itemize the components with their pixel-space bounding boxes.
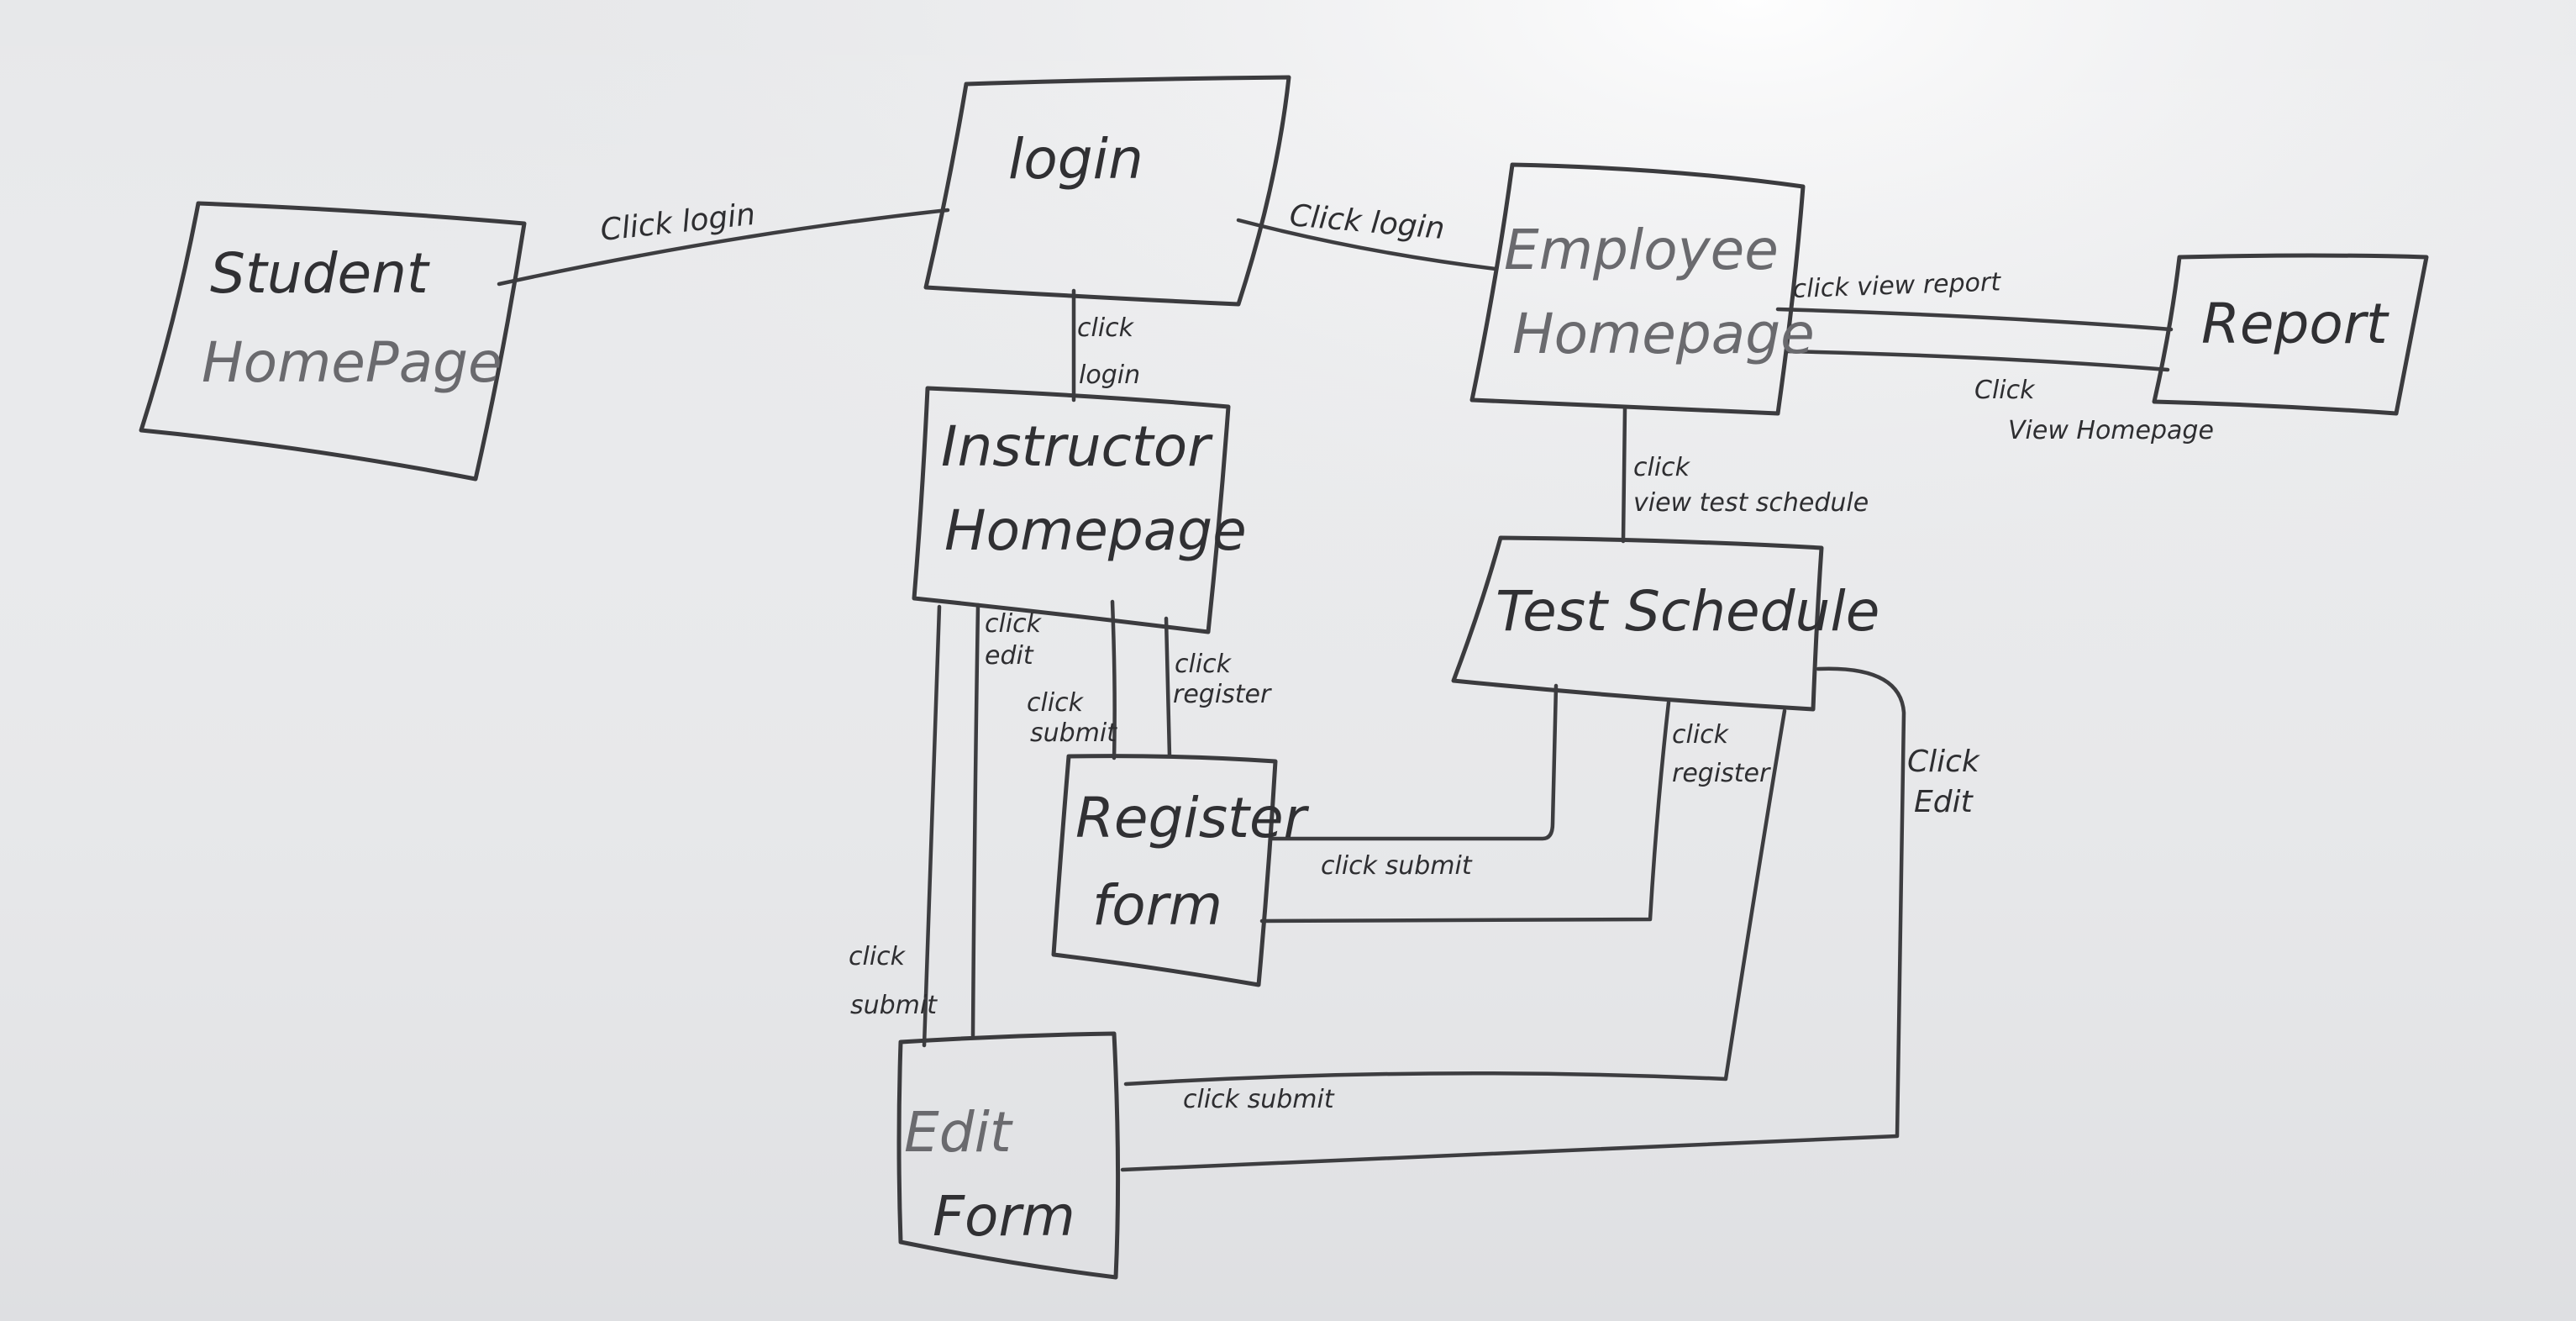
label-edit-testschedule: click submit — [1183, 1085, 1335, 1114]
label-instructor-register-line1: click — [1175, 650, 1233, 679]
node-employee-homepage[interactable]: Employee Homepage — [1469, 162, 1815, 416]
nodes: login Student HomePage Employee Homepage… — [139, 75, 2429, 1280]
label-instructor-edit-line1: click — [985, 609, 1043, 639]
label-register-testschedule: click submit — [1321, 851, 1473, 881]
label-employee-report: click view report — [1792, 267, 2002, 304]
label-login-instructor-line1: click — [1077, 313, 1135, 343]
node-login[interactable]: login — [923, 75, 1291, 307]
node-registerform-label-line1: Register — [1075, 786, 1310, 850]
label-edit-instructor-line2: submit — [850, 991, 938, 1020]
label-testschedule-register-line1: click — [1672, 720, 1730, 750]
edge-testschedule-registerform — [1259, 700, 1671, 924]
node-editform-label-line2: Form — [933, 1184, 1075, 1249]
label-instructor-edit-line2: edit — [985, 641, 1034, 671]
node-student-label-line2: HomePage — [202, 330, 502, 395]
node-editform-label-line1: Edit — [904, 1100, 1013, 1165]
node-report[interactable]: Report — [2152, 253, 2429, 416]
label-login-instructor-line2: login — [1079, 361, 1140, 390]
edge-instructor-registerform — [1164, 616, 1172, 759]
label-report-employee-line2: View Homepage — [2008, 416, 2214, 445]
node-test-schedule[interactable]: Test Schedule — [1451, 535, 1879, 712]
edge-login-employee — [1236, 218, 1498, 271]
label-employee-testschedule-line1: click — [1633, 453, 1691, 482]
node-registerform-label-line2: form — [1092, 873, 1222, 938]
label-instructor-register-line2: register — [1173, 680, 1272, 709]
label-testschedule-edit-line1: Click — [1907, 745, 1981, 779]
label-testschedule-register-line2: register — [1672, 759, 1771, 788]
node-register-form[interactable]: Register form — [1051, 754, 1310, 987]
label-edit-instructor-line1: click — [849, 942, 907, 971]
edge-editform-testschedule — [1123, 708, 1787, 1087]
node-report-label: Report — [2201, 292, 2389, 356]
edge-registerform-testschedule — [1268, 683, 1559, 841]
node-instructor-homepage[interactable]: Instructor Homepage — [912, 386, 1247, 634]
node-testschedule-label: Test Schedule — [1496, 579, 1879, 644]
label-employee-testschedule-line2: view test schedule — [1633, 488, 1869, 518]
label-register-instructor-line1: click — [1027, 688, 1085, 718]
edge-instructor-editform-left — [922, 604, 942, 1048]
edge-labels: Click login Click login click login clic… — [599, 197, 2214, 1114]
edge-employee-testschedule — [1621, 406, 1627, 544]
edge-instructor-editform-edit — [970, 603, 980, 1038]
connectors — [497, 208, 2174, 1172]
node-student-homepage[interactable]: Student HomePage — [139, 201, 527, 482]
node-instructor-label-line1: Instructor — [941, 414, 1213, 479]
label-testschedule-edit-line2: Edit — [1914, 785, 1974, 819]
edge-employee-report — [1775, 307, 2174, 332]
edge-testschedule-editform — [1120, 666, 1906, 1172]
label-register-instructor-line2: submit — [1030, 718, 1117, 748]
node-student-label-line1: Student — [210, 241, 430, 306]
node-login-label: login — [1008, 127, 1143, 192]
node-employee-label-line2: Homepage — [1512, 302, 1815, 366]
node-instructor-label-line2: Homepage — [944, 498, 1247, 563]
label-report-employee-line1: Click — [1974, 376, 2036, 405]
edge-login-student — [497, 208, 950, 287]
node-edit-form[interactable]: Edit Form — [896, 1031, 1121, 1280]
edge-report-employee — [1784, 349, 2170, 372]
node-employee-label-line1: Employee — [1504, 218, 1779, 282]
